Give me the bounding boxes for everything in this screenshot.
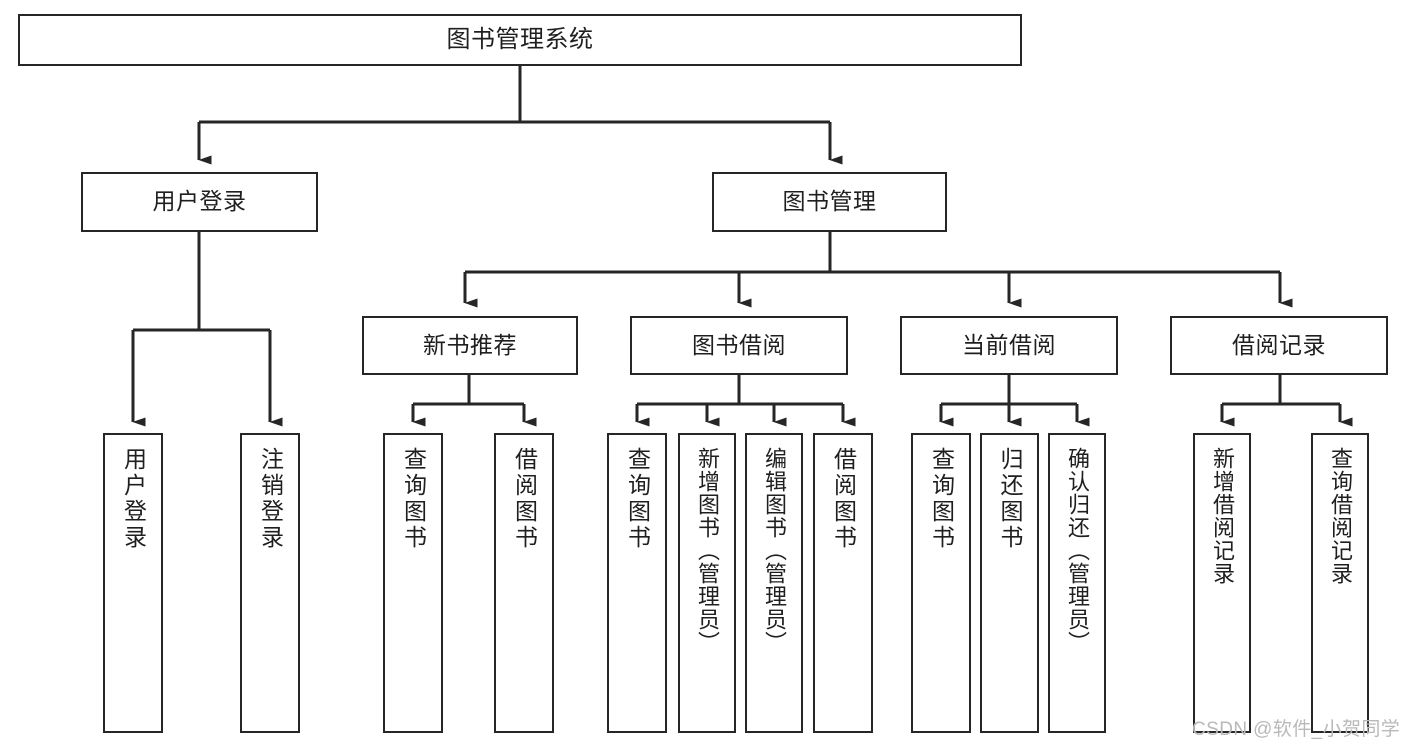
node-leaf-borrow-book[interactable]: 借阅图书 [813,433,873,733]
node-user-login[interactable]: 用户登录 [81,172,318,232]
node-label: 用户登录 [120,447,147,551]
node-leaf-query-borrow-record[interactable]: 查询借阅记录 [1311,433,1369,733]
node-leaf-query-book-borrow[interactable]: 查询图书 [607,433,667,733]
node-label: 查询图书 [624,447,651,551]
node-label: 借阅图书 [830,447,857,551]
node-label: 图书管理系统 [446,25,594,53]
node-leaf-borrow-book-recommend[interactable]: 借阅图书 [494,433,554,733]
node-label: 借阅图书 [511,447,538,551]
node-leaf-edit-book-admin[interactable]: 编辑图书（管理员） [745,433,803,733]
node-book-borrow[interactable]: 图书借阅 [630,316,848,375]
watermark: CSDN @软件_小贺同学 [1192,719,1401,740]
node-label: 查询图书 [400,447,427,551]
node-leaf-query-book-current[interactable]: 查询图书 [911,433,971,733]
node-label: 新书推荐 [423,331,517,358]
node-leaf-return-book[interactable]: 归还图书 [980,433,1039,733]
node-label: 用户登录 [152,188,247,215]
node-label: 查询图书 [928,447,955,551]
node-label: 查询借阅记录 [1328,447,1353,585]
node-label: 借阅记录 [1232,331,1326,358]
node-label: 图书管理 [782,188,877,215]
node-label: 当前借阅 [962,331,1056,358]
node-current-borrow[interactable]: 当前借阅 [900,316,1118,375]
node-root-book-management-system[interactable]: 图书管理系统 [18,14,1022,66]
node-book-management[interactable]: 图书管理 [712,172,947,232]
node-label: 确认归还（管理员） [1065,447,1090,654]
node-leaf-user-login[interactable]: 用户登录 [103,433,163,733]
node-label: 注销登录 [257,447,284,551]
node-leaf-query-book-recommend[interactable]: 查询图书 [383,433,443,733]
node-new-book-recommend[interactable]: 新书推荐 [362,316,578,375]
node-label: 图书借阅 [692,331,786,358]
node-leaf-add-borrow-record[interactable]: 新增借阅记录 [1193,433,1251,733]
node-borrow-record[interactable]: 借阅记录 [1170,316,1388,375]
node-label: 编辑图书（管理员） [762,447,787,654]
node-leaf-add-book-admin[interactable]: 新增图书（管理员） [678,433,736,733]
node-leaf-confirm-return-admin[interactable]: 确认归还（管理员） [1048,433,1106,733]
node-label: 新增借阅记录 [1210,447,1235,585]
node-label: 归还图书 [997,447,1023,551]
node-leaf-logout[interactable]: 注销登录 [240,433,300,733]
node-label: 新增图书（管理员） [695,447,720,654]
